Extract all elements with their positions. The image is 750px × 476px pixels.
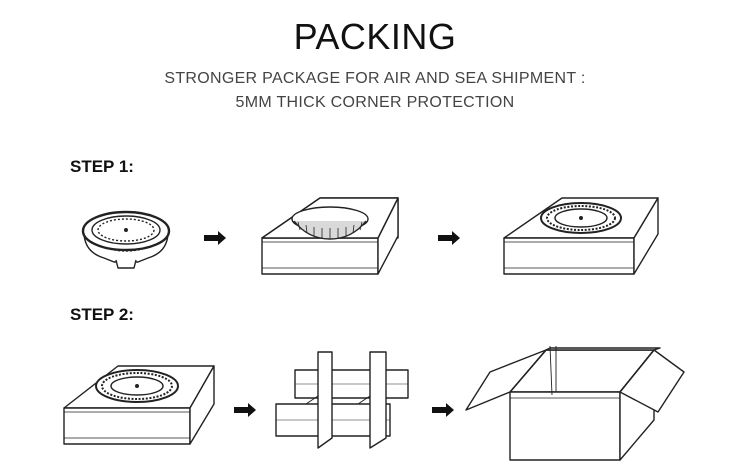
subtitle-line-1: STRONGER PACKAGE FOR AIR AND SEA SHIPMEN…: [164, 70, 586, 87]
foam-box-with-lamp-icon: [503, 197, 659, 275]
open-carton-icon: [465, 345, 685, 461]
arrow-right-icon: [204, 231, 226, 245]
arrow-right-icon: [432, 403, 454, 417]
cardboard-divider-icon: [275, 351, 409, 449]
subtitle-line-2: 5MM THICK CORNER PROTECTION: [235, 94, 515, 111]
foam-box-with-lamp-icon-2: [63, 365, 215, 445]
arrow-right-icon: [234, 403, 256, 417]
arrow-right-icon: [438, 231, 460, 245]
step-1-label: STEP 1:: [70, 157, 134, 176]
page-title: PACKING: [293, 16, 457, 57]
highbay-lamp-icon: [81, 210, 171, 269]
step-2-label: STEP 2:: [70, 305, 134, 324]
foam-box-icon: [261, 197, 399, 275]
